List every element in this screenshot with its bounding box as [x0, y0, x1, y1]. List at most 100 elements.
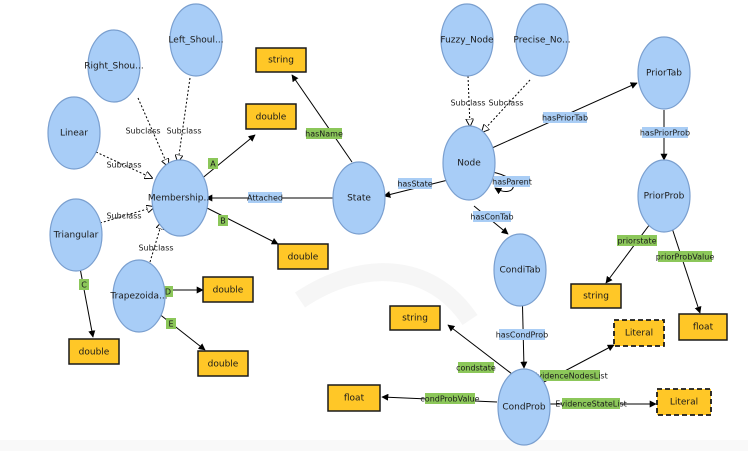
tag-hascontab-bg [473, 211, 511, 222]
class-triangular [49, 198, 103, 272]
tag-priorstate-bg [617, 235, 657, 246]
edge-triangular-c [79, 267, 96, 338]
datatype-string-prior-label: string [583, 292, 609, 302]
class-prior-prob-label: PriorProb [644, 192, 685, 202]
datatype-string-top-label: string [268, 56, 294, 66]
class-fuzzy-node [440, 3, 494, 77]
tag-evidencestatelist: EvidenceStateList [555, 400, 627, 409]
tag-hascontab: hasConTab [470, 213, 513, 222]
tag-hascondprob-bg [499, 329, 545, 340]
label-subclass-precise-node: Subclass [488, 99, 523, 108]
datatype-double-d-label: double [213, 286, 244, 296]
class-membership [151, 159, 209, 237]
tag-hasstate-bg [398, 178, 432, 189]
edge-trapezoidal-e [157, 312, 206, 351]
tag-b-bg [218, 215, 228, 226]
class-left-shoulder-label: Left_Shoul... [168, 36, 223, 46]
class-right-shoulder [87, 29, 141, 103]
tag-d: D [165, 288, 171, 297]
edge-left-shoulder-subclass [178, 77, 191, 162]
tag-condstate: condstate [456, 364, 496, 373]
class-prior-prob [637, 159, 691, 233]
class-trapezoidal [112, 259, 166, 333]
edge-membership-b [204, 206, 279, 245]
datatype-string-prior [570, 283, 622, 309]
label-subclass-right-shoulder: Subclass [125, 127, 160, 136]
tag-hasstate: hasState [397, 180, 432, 189]
datatype-double-b-label: double [288, 253, 319, 263]
tag-evidencestatelist-bg [562, 398, 620, 409]
class-linear-label: Linear [60, 129, 88, 139]
tag-hasname-bg [306, 128, 342, 139]
datatype-string-cond [389, 305, 441, 331]
datatype-literal-1 [613, 319, 665, 347]
class-cond-prob-label: CondProb [502, 403, 545, 413]
tag-haspriorprob-bg [642, 127, 688, 138]
label-subclass-triangular: Subclass [106, 212, 141, 221]
class-trapezoidal-label: Trapezoida... [109, 292, 167, 302]
tag-hasparent: hasParent [492, 178, 532, 187]
edge-labels: Subclass Subclass Subclass Subclass Subc… [79, 99, 715, 409]
tag-c: C [81, 281, 87, 290]
tag-hascondprob: hasCondProb [496, 331, 549, 340]
edge-state-hasname [291, 74, 353, 163]
tag-evidencenodeslist-bg [540, 370, 600, 381]
tag-hasname: hasName [305, 130, 343, 139]
datatype-double-a-label: double [256, 113, 287, 123]
edge-right-shoulder-subclass [137, 97, 168, 166]
datatype-double-a [245, 103, 297, 130]
tag-priorstate: priorstate [617, 237, 656, 246]
datatype-string-cond-label: string [402, 314, 428, 324]
edge-fuzzy-node-subclass [468, 75, 470, 126]
tag-condprobvalue-bg [425, 393, 475, 404]
class-right-shoulder-label: Right_Shou... [84, 62, 143, 72]
datatype-double-e-label: double [208, 360, 239, 370]
class-triangular-label: Triangular [53, 231, 99, 241]
edge-priorprob-priorprobvalue [671, 227, 702, 314]
class-left-shoulder [169, 3, 223, 77]
edge-trapezoidal-subclass [149, 222, 162, 263]
tag-a-bg [208, 158, 218, 169]
tag-priorprobvalue: priorProbValue [656, 253, 715, 262]
class-membership-label: Membership... [148, 194, 212, 204]
tag-attached: Attached [247, 194, 283, 203]
tag-haspriorprob: hasPriorProb [640, 129, 690, 138]
class-cond-tab [493, 233, 547, 307]
tag-b: B [220, 217, 226, 226]
tag-e-bg [166, 318, 176, 329]
class-node [442, 125, 496, 201]
watermark-band [0, 263, 748, 451]
datatype-double-b [277, 243, 329, 270]
datatype-float-cond-label: float [344, 394, 365, 404]
class-node-labels: Right_Shou... Left_Shoul... Linear Membe… [53, 36, 685, 413]
tag-haspriortab: hasPriorTab [542, 114, 588, 123]
edge-membership-a [199, 134, 256, 181]
edge-priorprob-priorstate [605, 223, 651, 284]
datatype-float-prior [678, 313, 728, 341]
class-nodes [47, 3, 691, 446]
datatype-float-prior-label: float [693, 323, 714, 333]
tag-hasparent-bg [494, 176, 530, 187]
tag-condprobvalue: condProbValue [420, 395, 479, 404]
class-state [332, 161, 386, 235]
class-linear [47, 96, 101, 170]
datatype-boxes: string double double double double doubl… [68, 47, 728, 416]
tag-haspriortab-bg [543, 112, 587, 123]
datatype-double-e [197, 350, 249, 377]
datatype-literal-2-label: Literal [670, 398, 698, 408]
class-fuzzy-node-label: Fuzzy_Node [440, 36, 494, 46]
datatype-literal-2 [656, 388, 712, 416]
label-subclass-trapezoidal: Subclass [138, 244, 173, 253]
datatype-double-d [202, 276, 254, 303]
tag-a: A [210, 160, 216, 169]
class-node-label: Node [457, 159, 481, 169]
class-cond-prob [497, 368, 551, 446]
class-prior-tab-label: PriorTab [646, 69, 682, 79]
tag-priorprobvalue-bg [658, 251, 712, 262]
tag-evidencenodeslist: EvidenceNodesList [532, 372, 607, 381]
datatype-float-cond [327, 384, 381, 412]
tag-attached-bg [248, 192, 282, 203]
label-subclass-fuzzy-node: Subclass [450, 99, 485, 108]
label-subclass-left-shoulder: Subclass [166, 127, 201, 136]
